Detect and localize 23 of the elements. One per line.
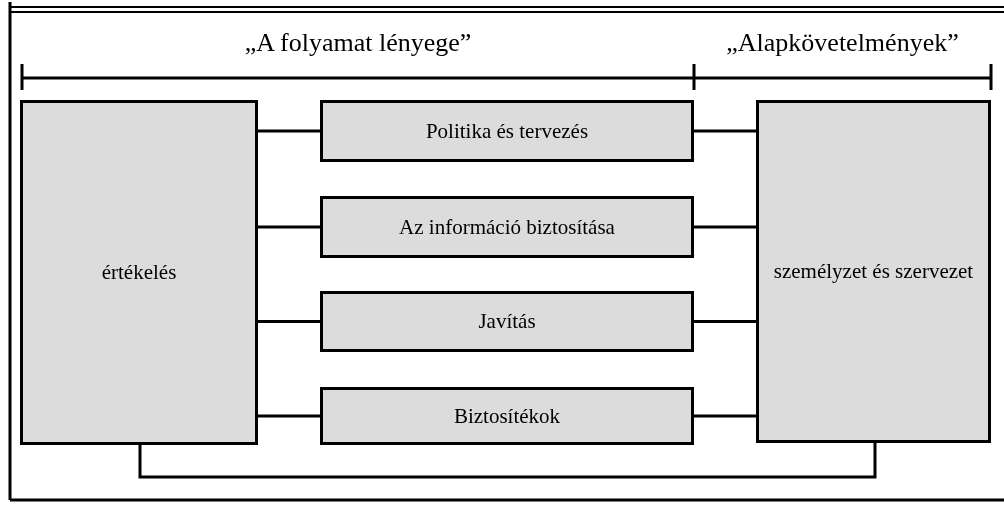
connector-line: [258, 225, 320, 229]
connector-line: [694, 129, 756, 133]
process-box: [20, 100, 258, 445]
box-label: Biztosítékok: [453, 402, 561, 430]
box-label: Az információ biztosítása: [399, 213, 615, 241]
box-label: Politika és tervezés: [425, 117, 589, 145]
connector-line: [258, 320, 320, 323]
process-box: [756, 100, 991, 443]
process-box: [320, 291, 694, 352]
connector-line: [258, 414, 320, 418]
connector-line: [694, 414, 756, 418]
connector-line: [138, 443, 877, 479]
connector-line: [258, 129, 320, 133]
connector-line: [694, 225, 756, 229]
section-heading: „A folyamat lényege”: [244, 30, 472, 56]
box-label: Javítás: [478, 308, 536, 336]
box-label: értékelés: [101, 259, 177, 287]
connector-line: [694, 320, 756, 323]
process-box: [320, 100, 694, 162]
process-box: [320, 196, 694, 258]
process-box: [320, 387, 694, 445]
box-label: személyzet és szervezet: [773, 258, 974, 286]
section-heading: „Alapkövetelmények”: [726, 30, 959, 56]
